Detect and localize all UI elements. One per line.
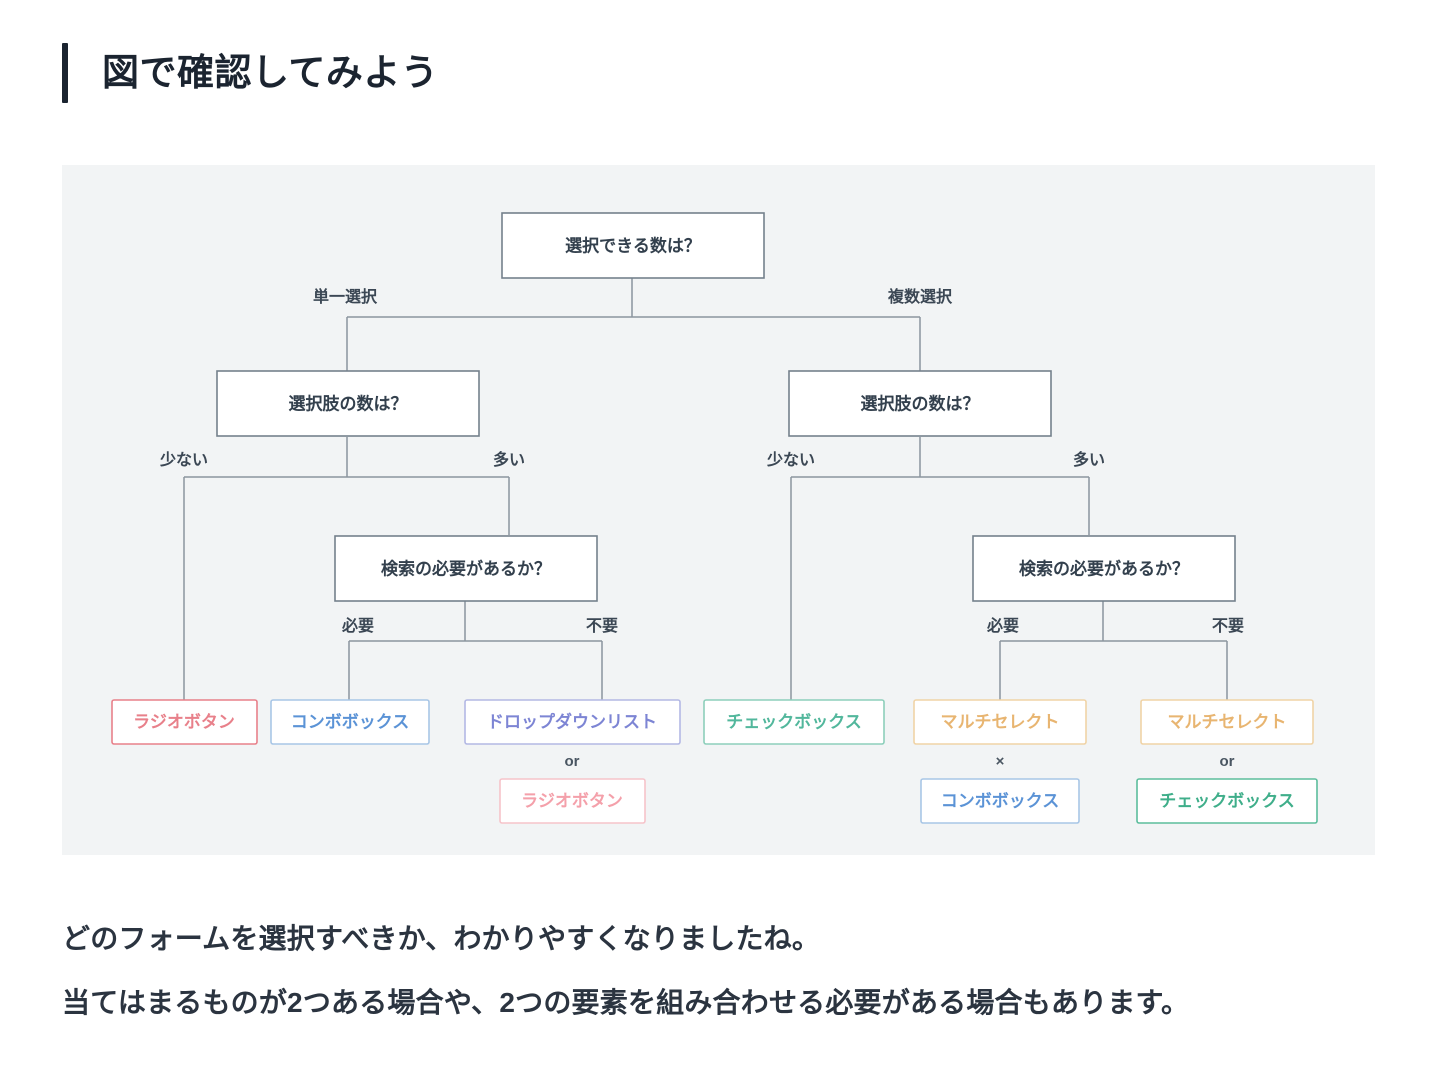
connector-times-right: × xyxy=(996,753,1005,770)
leaf-dropdown-list-1: ドロップダウンリスト xyxy=(464,699,681,745)
leaf-checkbox-2-box xyxy=(1136,778,1318,824)
edge-label-left-many: 多い xyxy=(493,450,525,469)
leaf-radio-button-2-label: ラジオボタン xyxy=(521,791,623,810)
edge-label-left-need: 必要 xyxy=(341,616,374,635)
node-right-search-need-label: 検索の必要があるか？ xyxy=(1019,558,1189,578)
leaf-checkbox-2: チェックボックス xyxy=(1136,778,1318,824)
edge-label-right-few: 少ない xyxy=(766,450,815,469)
node-left-choice-count-label: 選択肢の数は？ xyxy=(289,393,408,413)
edge-label-right-noneed: 不要 xyxy=(1212,617,1244,635)
leaf-radio-button-2: ラジオボタン xyxy=(499,778,646,824)
leaf-radio-button-1-box xyxy=(111,699,258,745)
node-right-search-need: 検索の必要があるか？ xyxy=(972,535,1236,602)
node-root-label: 選択できる数は？ xyxy=(565,235,701,255)
leaf-multiselect-2-box xyxy=(1140,699,1314,745)
edge-label-left-noneed: 不要 xyxy=(586,617,618,635)
page-title: 図で確認してみよう xyxy=(62,42,438,104)
node-right-search-need-box xyxy=(972,535,1236,602)
leaf-checkbox-2-label: チェックボックス xyxy=(1159,791,1295,810)
edge-label-right-need: 必要 xyxy=(986,616,1019,635)
heading-accent-bar xyxy=(62,43,68,103)
body-paragraph-1: どのフォームを選択すべきか、わかりやすくなりましたね。 xyxy=(62,923,821,954)
leaf-combobox-1: コンボボックス xyxy=(270,699,430,745)
leaf-multiselect-2: マルチセレクト xyxy=(1140,699,1314,745)
decision-tree-figure: 選択できる数は？ 選択肢の数は？ 選択肢の数は？ 検索の必要があるか？ 検索の必… xyxy=(62,165,1375,855)
body-paragraph-2: 当てはまるものが2つある場合や、2つの要素を組み合わせる必要がある場合もあります… xyxy=(62,986,1190,1018)
leaf-multiselect-2-label: マルチセレクト xyxy=(1168,712,1287,731)
leaf-checkbox-1-box xyxy=(703,699,885,745)
leaf-checkbox-1: チェックボックス xyxy=(703,699,885,745)
leaf-combobox-2-label: コンボボックス xyxy=(941,791,1060,810)
node-left-search-need: 検索の必要があるか？ xyxy=(334,535,598,602)
leaf-dropdown-list-1-label: ドロップダウンリスト xyxy=(487,711,657,731)
connector-or-right: or xyxy=(1220,753,1235,770)
leaf-combobox-1-box xyxy=(270,699,430,745)
node-right-choice-count: 選択肢の数は？ xyxy=(788,370,1052,437)
node-left-choice-count-box xyxy=(216,370,480,437)
leaf-multiselect-1-label: マルチセレクト xyxy=(941,712,1060,731)
leaf-radio-button-2-box xyxy=(499,778,646,824)
node-left-choice-count: 選択肢の数は？ xyxy=(216,370,480,437)
leaf-radio-button-1: ラジオボタン xyxy=(111,699,258,745)
node-root-box xyxy=(501,212,765,279)
edge-label-right-many: 多い xyxy=(1073,450,1105,469)
leaf-multiselect-1: マルチセレクト xyxy=(913,699,1087,745)
leaf-radio-button-1-label: ラジオボタン xyxy=(133,712,235,731)
edge-label-left-few: 少ない xyxy=(159,450,208,469)
leaf-checkbox-1-label: チェックボックス xyxy=(726,712,862,731)
node-right-choice-count-box xyxy=(788,370,1052,437)
body-copy: どのフォームを選択すべきか、わかりやすくなりましたね。 当てはまるものが2つある… xyxy=(62,920,1392,1048)
connector-or-left: or xyxy=(565,753,580,770)
edge-label-multiple-select: 複数選択 xyxy=(887,287,953,306)
leaf-dropdown-list-1-box xyxy=(464,699,681,745)
node-right-choice-count-label: 選択肢の数は？ xyxy=(861,393,980,413)
leaf-combobox-2: コンボボックス xyxy=(920,778,1080,824)
leaf-multiselect-1-box xyxy=(913,699,1087,745)
node-root: 選択できる数は？ xyxy=(501,212,765,279)
leaf-combobox-1-label: コンボボックス xyxy=(291,712,410,731)
node-left-search-need-label: 検索の必要があるか？ xyxy=(381,558,551,578)
leaf-combobox-2-box xyxy=(920,778,1080,824)
edge-label-single-select: 単一選択 xyxy=(313,287,378,306)
page-title-text: 図で確認してみよう xyxy=(102,51,439,93)
node-left-search-need-box xyxy=(334,535,598,602)
